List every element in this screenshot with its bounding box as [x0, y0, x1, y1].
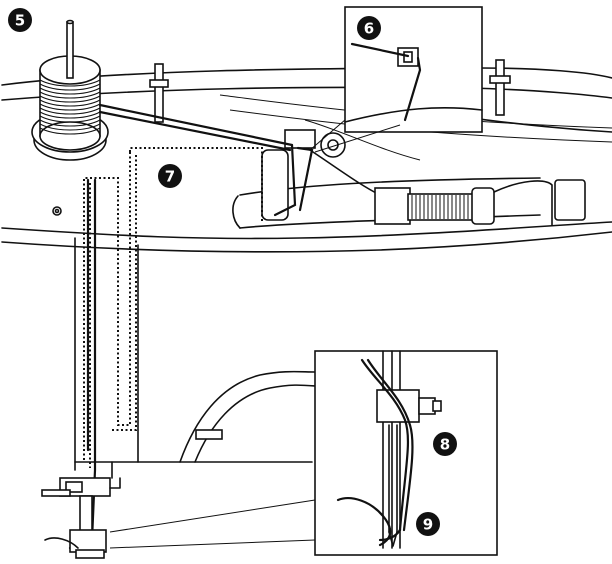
tension-assembly: [232, 119, 541, 229]
step-badge-7: 7: [158, 164, 182, 188]
thread-channel-outline: [83, 147, 263, 468]
step-badge-9: 9: [416, 512, 440, 536]
callout-leader-lines: [109, 499, 316, 549]
step-label-8: 8: [440, 436, 450, 454]
step-label-5: 5: [15, 12, 25, 30]
step-label-7: 7: [165, 168, 175, 186]
presser-foot-area: [41, 477, 121, 559]
step-label-9: 9: [423, 516, 433, 534]
thread-spool: [31, 19, 109, 161]
spool-pin-left: [149, 63, 169, 123]
step-badge-6: 6: [357, 16, 381, 40]
step-badge-5: 5: [8, 8, 32, 32]
inset-needle: [314, 350, 498, 556]
machine-front-face: [74, 237, 316, 479]
step-label-6: 6: [364, 20, 374, 38]
spool-pin-right: [489, 59, 511, 116]
bobbin-winder: [374, 179, 586, 226]
step-badge-8: 8: [433, 432, 457, 456]
